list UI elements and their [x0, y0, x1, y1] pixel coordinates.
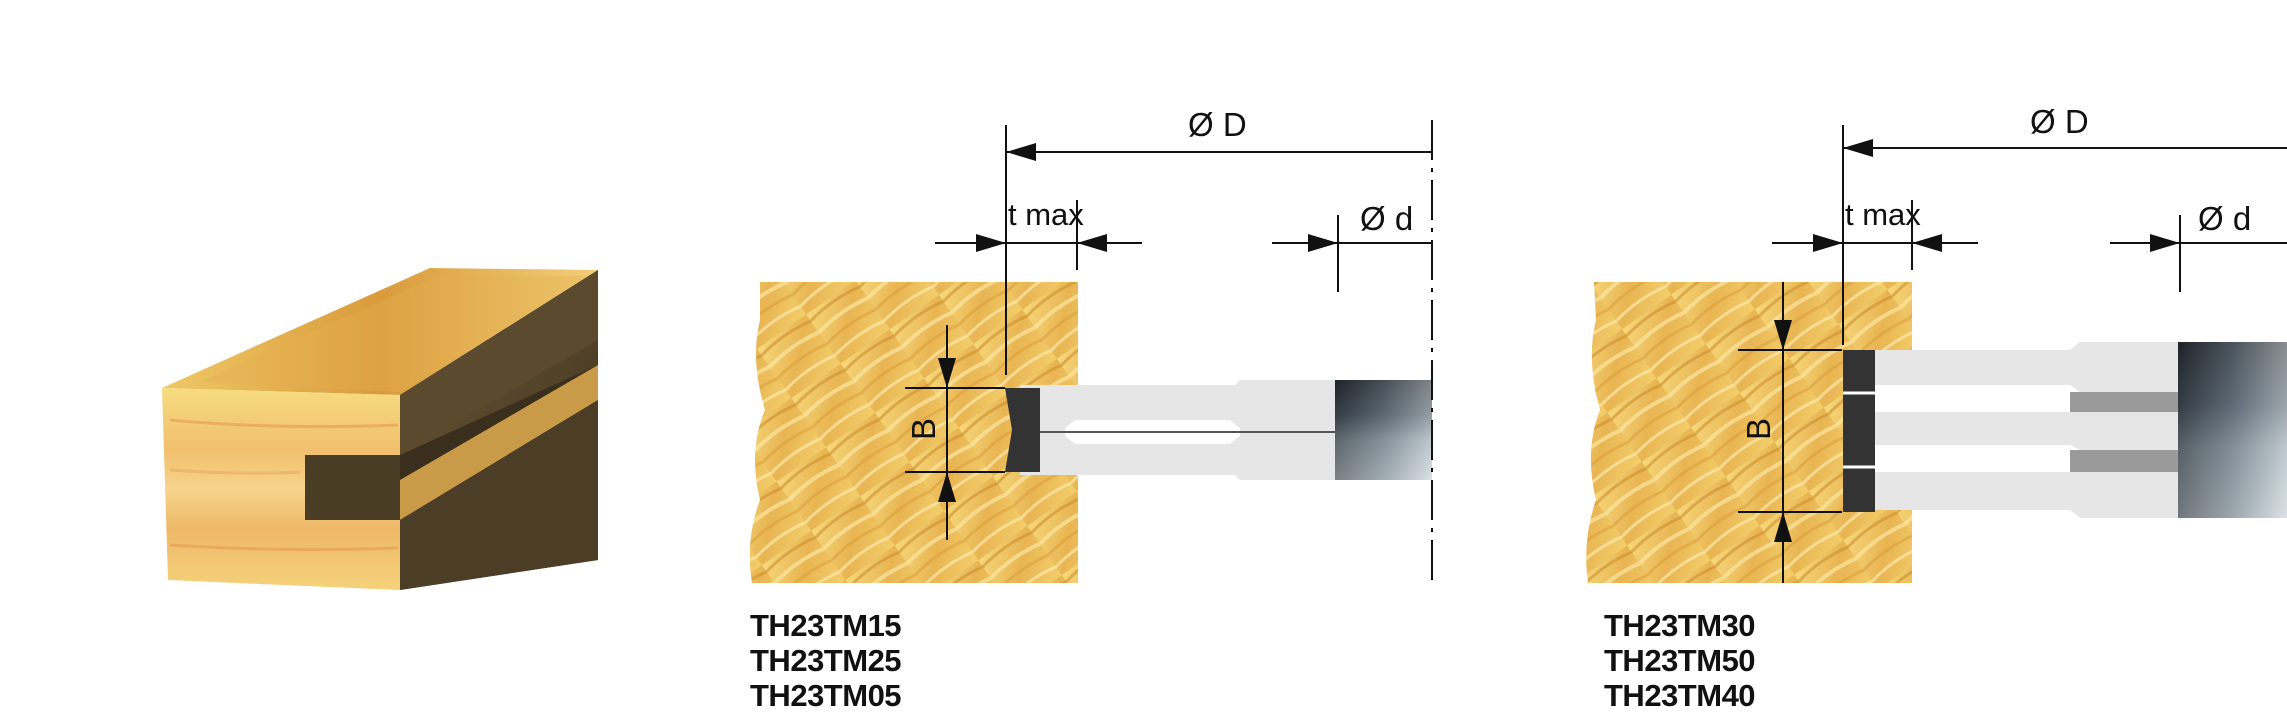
max-depth-label: t max	[1845, 197, 1921, 232]
wood-section	[749, 282, 1078, 583]
product-code: TH23TM25	[750, 643, 902, 678]
right-cutter-diagram: Ø D t max Ø d B	[1586, 103, 2287, 583]
product-code: TH23TM15	[750, 608, 902, 643]
grooved-board-illustration	[162, 268, 598, 590]
outer-diameter-label: Ø D	[2030, 103, 2089, 140]
outer-diameter-label: Ø D	[1188, 106, 1247, 143]
product-code: TH23TM50	[1604, 643, 1756, 678]
product-code: TH23TM30	[1604, 608, 1756, 643]
left-cutter-diagram: Ø D t max Ø d B	[749, 106, 1433, 583]
max-depth-label: t max	[1008, 197, 1084, 232]
width-label: B	[905, 418, 942, 440]
left-product-codes: TH23TM15 TH23TM25 TH23TM05	[750, 608, 902, 713]
width-label: B	[1740, 418, 1777, 440]
right-product-codes: TH23TM30 TH23TM50 TH23TM40	[1604, 608, 1756, 713]
product-code: TH23TM05	[750, 678, 902, 713]
bore-diameter-label: Ø d	[1360, 200, 1413, 237]
product-code: TH23TM40	[1604, 678, 1756, 713]
wood-section	[1586, 282, 1912, 583]
cutter-tip	[1005, 388, 1040, 472]
cutter-tip	[1843, 350, 1875, 512]
bore-diameter-label: Ø d	[2198, 200, 2251, 237]
